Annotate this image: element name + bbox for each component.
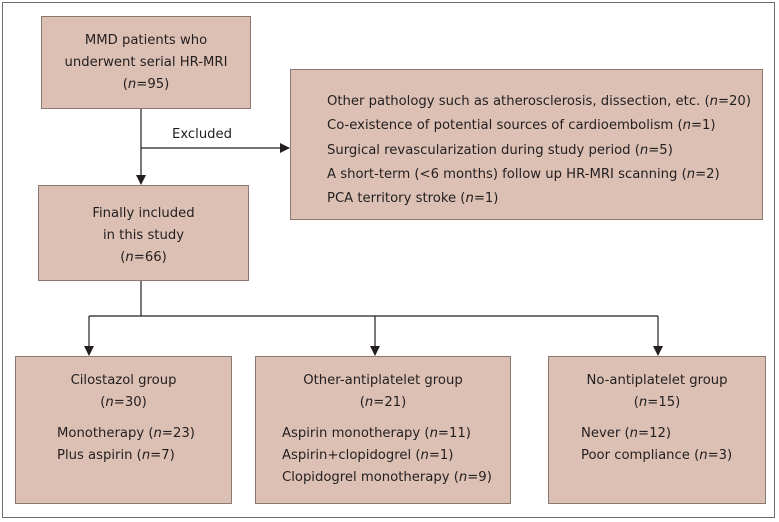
excluded-item: Co-existence of potential sources of car… bbox=[327, 118, 716, 134]
group-title: Other-antiplatelet group bbox=[303, 373, 463, 388]
cilostazol-group-box: Cilostazol group (n=30) Monotherapy (n=2… bbox=[15, 356, 232, 504]
group-item: Aspirin monotherapy (n=11) bbox=[282, 426, 471, 441]
excluded-box: Other pathology such as atherosclerosis,… bbox=[290, 69, 763, 220]
group-count: (n=21) bbox=[359, 395, 407, 410]
group-title: Cilostazol group bbox=[70, 373, 177, 388]
group-title: No-antiplatelet group bbox=[586, 373, 728, 388]
group-item: Never (n=12) bbox=[581, 426, 671, 441]
group-count: (n=30) bbox=[100, 395, 147, 410]
group-item: Plus aspirin (n=7) bbox=[57, 448, 175, 463]
other-antiplatelet-group-box: Other-antiplatelet group (n=21) Aspirin … bbox=[255, 356, 511, 504]
group-count: (n=15) bbox=[633, 395, 681, 410]
included-line-2: in this study bbox=[102, 228, 185, 243]
included-count: (n=66) bbox=[120, 250, 167, 265]
group-item: Aspirin+clopidogrel (n=1) bbox=[282, 448, 454, 463]
patients-line-1: MMD patients who bbox=[84, 33, 208, 48]
excluded-item: Surgical revascularization during study … bbox=[327, 142, 673, 158]
group-item: Monotherapy (n=23) bbox=[57, 426, 195, 441]
group-item: Poor compliance (n=3) bbox=[581, 448, 733, 463]
patients-line-2: underwent serial HR-MRI bbox=[64, 55, 228, 70]
patients-count: (n=95) bbox=[122, 77, 170, 92]
patients-box: MMD patients who underwent serial HR-MRI… bbox=[41, 16, 251, 109]
excluded-item: A short-term (<6 months) follow up HR-MR… bbox=[327, 166, 720, 182]
group-item: Clopidogrel monotherapy (n=9) bbox=[282, 470, 492, 485]
excluded-item: Other pathology such as atherosclerosis,… bbox=[327, 94, 751, 109]
excluded-label: Excluded bbox=[172, 127, 233, 142]
included-box: Finally included in this study (n=66) bbox=[38, 185, 249, 281]
excluded-item: PCA territory stroke (n=1) bbox=[327, 191, 499, 207]
no-antiplatelet-group-box: No-antiplatelet group (n=15) Never (n=12… bbox=[548, 356, 766, 504]
included-line-1: Finally included bbox=[92, 206, 195, 221]
